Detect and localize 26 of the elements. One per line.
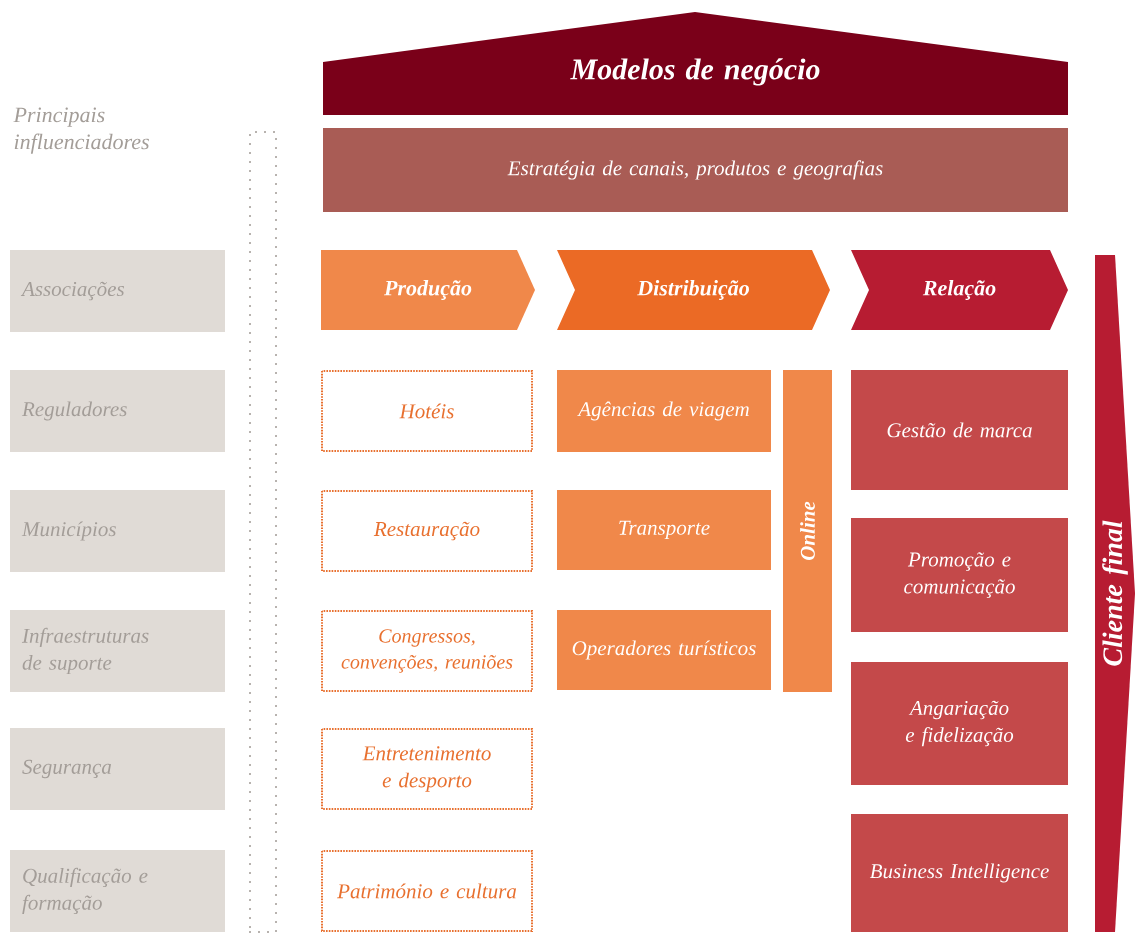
distribution-box: Agências de viagem xyxy=(557,370,771,452)
influencer-box: Qualificação e formação xyxy=(10,850,225,932)
production-box: Restauração xyxy=(321,490,533,572)
influencer-box: Associações xyxy=(10,250,225,332)
production-box: Hotéis xyxy=(321,370,533,452)
relation-box: Business Intelligence xyxy=(851,814,1068,932)
influencer-box: Infraestruturas de suporte xyxy=(10,610,225,692)
online-bar: Online xyxy=(783,370,832,692)
production-box: Património e cultura xyxy=(321,850,533,932)
influencer-box: Municípios xyxy=(10,490,225,572)
column-header: Relação xyxy=(851,250,1068,330)
column-header: Produção xyxy=(321,250,535,330)
influencer-box: Reguladores xyxy=(10,370,225,452)
roof-banner: Modelos de negócio xyxy=(323,12,1068,115)
production-box: Entretenimento e desporto xyxy=(321,728,533,810)
dotted-frame xyxy=(248,130,278,934)
relation-box: Promoção e comunicação xyxy=(851,518,1068,632)
relation-box: Angariação e fidelização xyxy=(851,662,1068,785)
distribution-box: Operadores turísticos xyxy=(557,610,771,690)
strategy-band: Estratégia de canais, produtos e geografias xyxy=(323,128,1068,212)
heading: Principais influenciadores xyxy=(13,107,149,154)
influencer-box: Segurança xyxy=(10,728,225,810)
distribution-box: Transporte xyxy=(557,490,771,570)
column-header: Distribuição xyxy=(557,250,830,330)
production-box: Congressos, convenções, reuniões xyxy=(321,610,533,692)
relation-box: Gestão de marca xyxy=(851,370,1068,490)
